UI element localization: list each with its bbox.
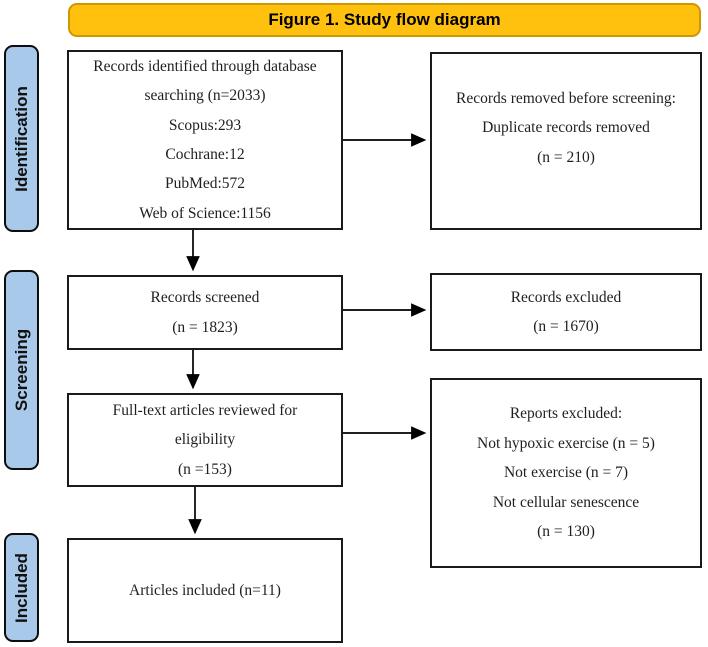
- stage-label-screening: Screening: [4, 270, 39, 470]
- figure-title: Figure 1. Study flow diagram: [268, 10, 501, 29]
- box-text-line: Duplicate records removed: [482, 119, 650, 137]
- box-records-excluded: Records excluded (n = 1670): [430, 273, 702, 351]
- box-text-line: Records removed before screening:: [456, 89, 676, 107]
- stage-label-text: Screening: [11, 328, 31, 412]
- box-text-line: (n =153): [178, 460, 232, 478]
- box-text-line: searching (n=2033): [144, 87, 266, 105]
- box-text-line: Records identified through database: [93, 57, 317, 75]
- box-text-line: Records screened: [150, 289, 260, 307]
- box-text-line: Web of Science:1156: [139, 204, 271, 222]
- box-records-identified: Records identified through database sear…: [67, 50, 343, 230]
- box-text-line: Cochrane:12: [165, 146, 245, 163]
- box-text-line: Records excluded: [510, 288, 622, 306]
- box-text-line: (n = 1670): [533, 318, 599, 335]
- box-records-screened: Records screened (n = 1823): [67, 275, 343, 350]
- box-text-line: (n = 130): [537, 523, 595, 541]
- box-text-line: (n = 1823): [172, 318, 238, 336]
- stage-label-included: Included: [4, 533, 39, 642]
- box-fulltext-reviewed: Full-text articles reviewed for eligibil…: [67, 393, 343, 487]
- box-reports-excluded: Reports excluded: Not hypoxic exercise (…: [430, 378, 702, 568]
- box-text-line: Not hypoxic exercise (n = 5): [477, 434, 655, 452]
- stage-label-identification: Identification: [4, 45, 39, 232]
- stage-label-text: Identification: [11, 85, 31, 192]
- box-text-line: (n = 210): [537, 148, 595, 166]
- box-text-line: Articles included (n=11): [129, 581, 281, 599]
- box-text-line: Scopus:293: [168, 116, 242, 134]
- box-text-line: PubMed:572: [164, 175, 246, 193]
- box-text-line: Reports excluded:: [509, 405, 623, 423]
- box-text-line: Full-text articles reviewed for: [112, 401, 298, 419]
- figure-title-bar: Figure 1. Study flow diagram: [68, 3, 701, 37]
- box-text-line: Not exercise (n = 7): [503, 464, 629, 482]
- box-articles-included: Articles included (n=11): [67, 538, 343, 643]
- box-text-line: eligibility: [174, 431, 236, 449]
- stage-label-text: Included: [11, 552, 31, 623]
- box-text-line: Not cellular senescence: [492, 493, 640, 511]
- box-records-removed-before-screening: Records removed before screening: Duplic…: [430, 52, 702, 230]
